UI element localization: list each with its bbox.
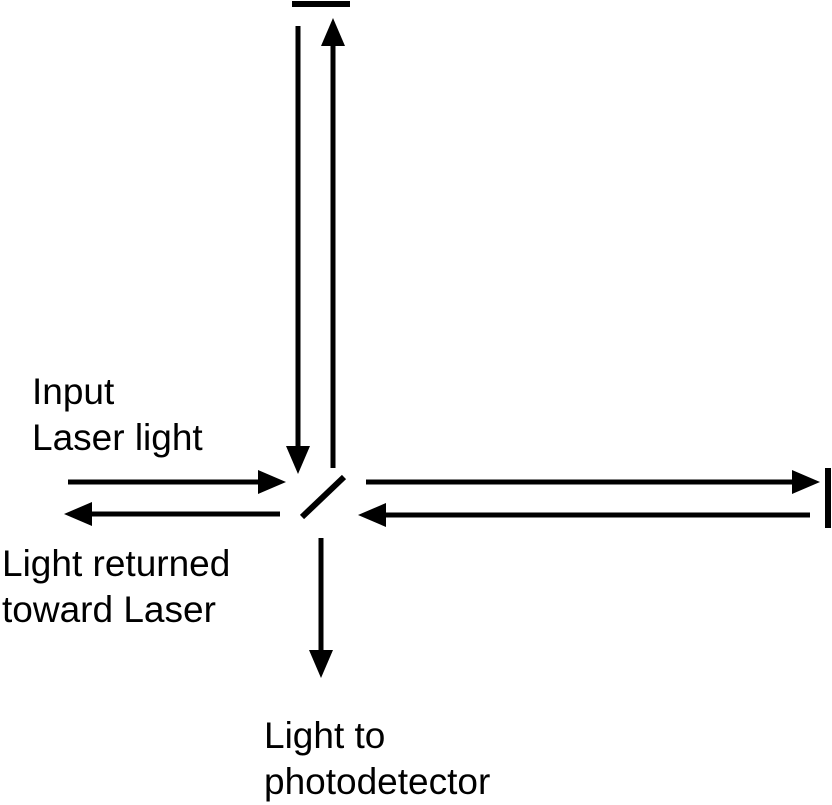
returned-label-line-1: Light returned xyxy=(2,543,231,584)
rightward-beam-arrow xyxy=(366,470,820,494)
photodetector-label: Light to photodetector xyxy=(264,713,490,805)
photodetector-label-line-1: Light to xyxy=(264,715,386,756)
photodetector-label-line-2: photodetector xyxy=(264,761,491,802)
input-beam-arrow xyxy=(68,470,286,494)
returned-label-line-2: toward Laser xyxy=(2,589,216,630)
leftward-beam-arrow xyxy=(358,503,810,527)
photodetector-beam-arrow xyxy=(309,538,333,678)
light-returned-label: Light returned toward Laser xyxy=(2,541,230,633)
returned-beam-arrow xyxy=(64,502,280,526)
input-label-line-1: Input xyxy=(32,371,115,412)
downward-beam-arrow xyxy=(286,26,310,474)
input-laser-light-label: Input Laser light xyxy=(32,369,203,461)
upward-beam-arrow xyxy=(321,18,345,468)
input-label-line-2: Laser light xyxy=(32,417,203,458)
beam-splitter xyxy=(299,474,347,520)
